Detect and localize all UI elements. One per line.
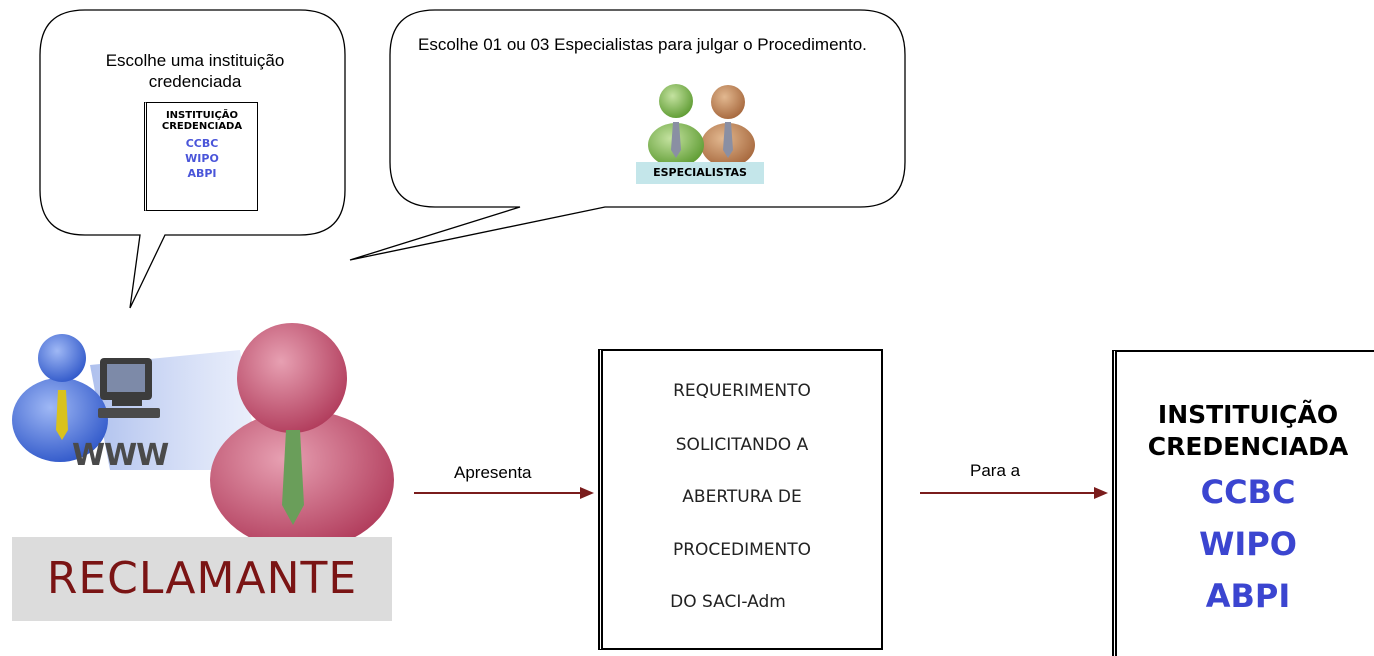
inst-org-wipo: WIPO xyxy=(1199,525,1297,563)
inst-org-ccbc: CCBC xyxy=(1200,473,1296,511)
bubble-right-text: Escolhe 01 ou 03 Especialistas para julg… xyxy=(418,35,867,54)
arrow-apresenta xyxy=(414,487,594,499)
specialists-badge: ESPECIALISTAS xyxy=(636,162,764,184)
req-line-1: REQUERIMENTO xyxy=(673,381,811,401)
specialists-icon xyxy=(648,84,755,167)
mini-org-abpi: ABPI xyxy=(187,167,217,180)
inst-title-line1: INSTITUIÇÃO xyxy=(1157,400,1339,429)
bubble-left-text: Escolhe uma instituição credenciada xyxy=(105,51,285,91)
speech-bubble-right xyxy=(349,9,906,261)
req-line-4: PROCEDIMENTO xyxy=(672,540,812,560)
arrow-apresenta-label: Apresenta xyxy=(454,463,532,482)
req-line-2: SOLICITANDO A xyxy=(675,435,809,455)
mini-org-ccbc: CCBC xyxy=(185,137,219,150)
www-label: WWW xyxy=(72,438,169,473)
mini-institution-box: INSTITUIÇÃO CREDENCIADA CCBC WIPO ABPI xyxy=(144,102,258,211)
reclamante-label: RECLAMANTE xyxy=(12,537,392,621)
mini-title-line1: INSTITUIÇÃO xyxy=(165,110,239,121)
arrow-para-a xyxy=(920,487,1108,499)
inst-org-abpi: ABPI xyxy=(1205,577,1291,615)
requerimento-box: REQUERIMENTO SOLICITANDO A ABERTURA DE P… xyxy=(598,349,883,650)
users-computer-icon xyxy=(12,323,394,550)
req-line-5: DO SACI-Adm xyxy=(670,592,786,612)
inst-title-line2: CREDENCIADA xyxy=(1147,432,1349,461)
mini-title-line2: CREDENCIADA xyxy=(161,121,243,132)
mini-org-wipo: WIPO xyxy=(185,152,219,165)
arrow-para-a-label: Para a xyxy=(970,461,1021,480)
req-line-3: ABERTURA DE xyxy=(682,487,802,507)
instituicao-box: INSTITUIÇÃO CREDENCIADA CCBC WIPO ABPI xyxy=(1112,350,1374,656)
